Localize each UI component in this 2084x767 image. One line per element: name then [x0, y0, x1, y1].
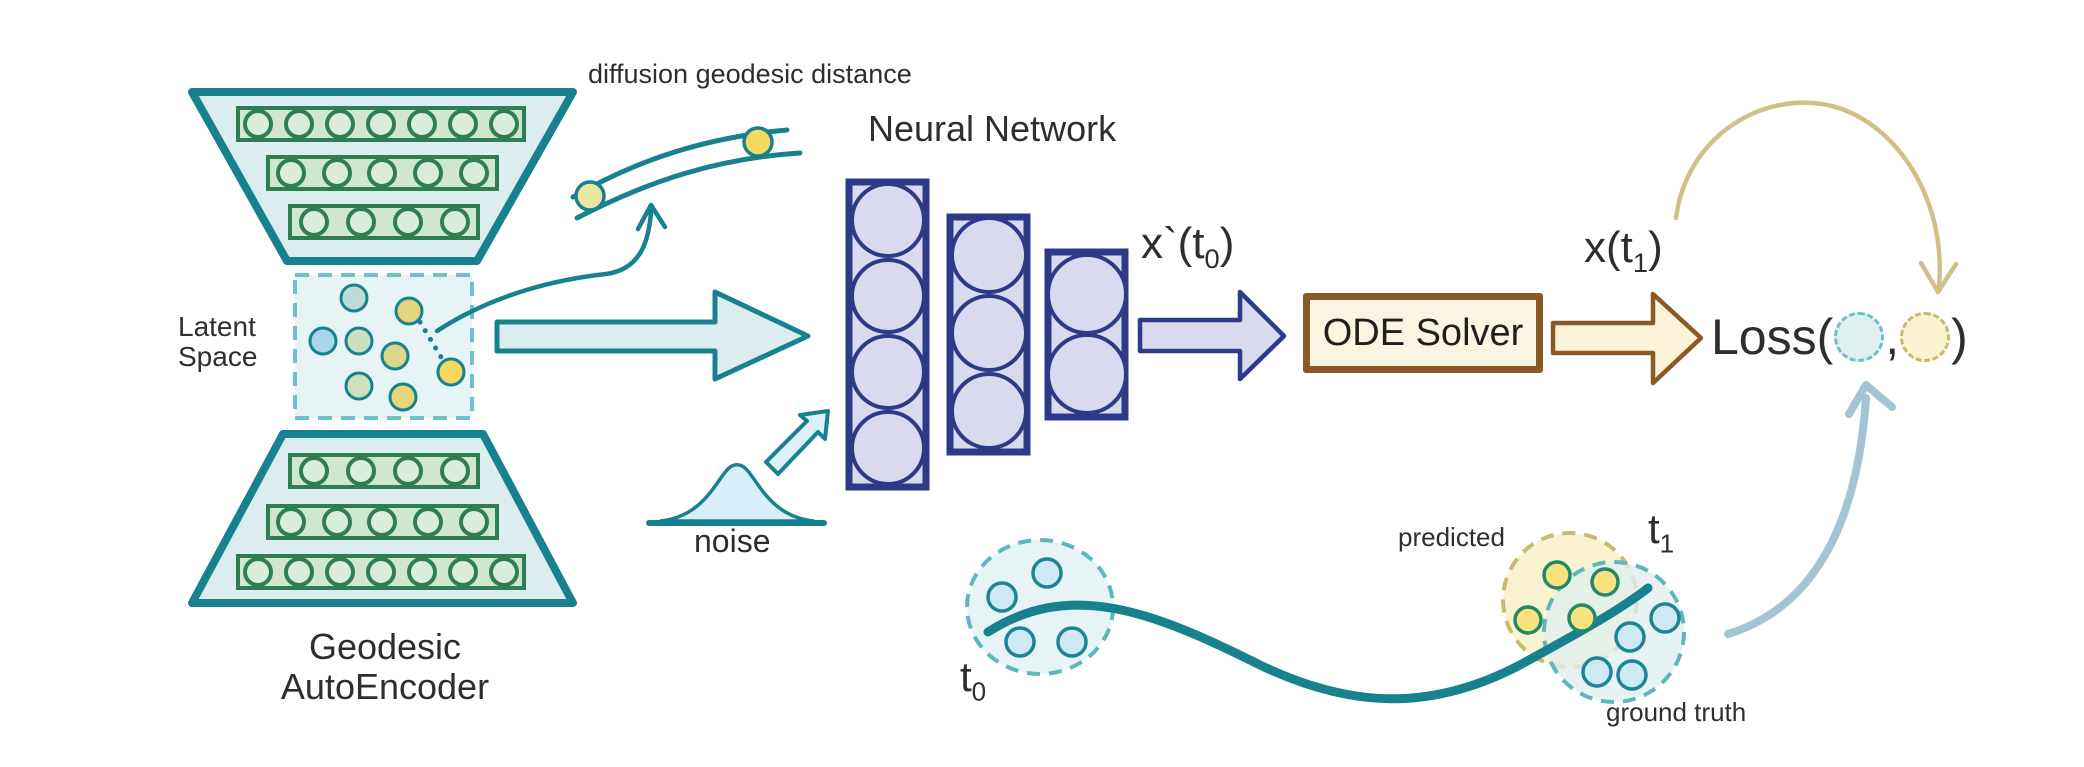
predicted-label: predicted — [1398, 522, 1505, 552]
loss-expression: Loss( , ) — [1711, 306, 1968, 368]
decoder-layer-2 — [266, 504, 499, 540]
x-t1-close: ) — [1648, 223, 1663, 272]
predicted-point — [1567, 603, 1597, 633]
ground-truth-point — [1614, 621, 1646, 653]
diffusion-geodesic-distance-label: diffusion geodesic distance — [588, 59, 912, 89]
network-layer-1 — [845, 178, 930, 491]
x-t1-sub: 1 — [1632, 246, 1649, 278]
latent-point — [344, 326, 374, 356]
predicted-point — [1513, 605, 1543, 635]
noise-to-network-arrow — [764, 409, 830, 476]
geodesic-sample-end — [742, 126, 774, 158]
x-t0-close: ) — [1219, 219, 1235, 268]
geodesic-dotted-segment — [417, 319, 447, 365]
latent-space-line2: Space — [178, 341, 258, 373]
noise-label: noise — [694, 523, 771, 559]
ground-truth-point — [1649, 602, 1681, 634]
latent-space-line1: Latent — [178, 311, 256, 342]
ground-truth-cluster-blob — [1542, 560, 1686, 704]
loss-ground-truth-blob-icon — [1834, 312, 1885, 362]
loss-close-text: ) — [1951, 309, 1968, 365]
neural-network-label: Neural Network — [868, 108, 1117, 149]
loss-comma-text: , — [1885, 309, 1900, 365]
ode-solver-label: ODE Solver — [1322, 311, 1524, 354]
t0-sub: 0 — [971, 676, 987, 707]
x-t0-sub: 0 — [1204, 242, 1220, 274]
latent-point — [388, 382, 418, 412]
noise-distribution — [646, 409, 830, 526]
x-t1-base: x(t — [1584, 223, 1633, 272]
ode-to-loss-arrow — [1550, 291, 1704, 386]
latent-to-network-arrow — [494, 289, 811, 382]
predicted-point — [1542, 560, 1572, 590]
t0-point — [986, 581, 1018, 613]
geodesic-sample-start — [574, 180, 606, 212]
latent-point — [394, 296, 424, 326]
x-t0-base: x`(t — [1141, 219, 1205, 268]
network-layer-3 — [1044, 248, 1129, 421]
x-t0-label: x`(t0) — [1141, 219, 1235, 272]
t1-cluster-points — [1513, 560, 1681, 691]
t1-label: t1 — [1648, 505, 1674, 557]
t0-label: t0 — [960, 653, 986, 705]
geodesic-autoencoder-label: Geodesic AutoEncoder — [240, 626, 530, 708]
encoder-layer-3 — [288, 204, 480, 240]
network-layer-2 — [946, 213, 1031, 456]
ground-truth-point — [1581, 656, 1613, 688]
latent-space-box — [293, 273, 474, 420]
latent-to-geodesic-arrow — [434, 202, 668, 334]
latent-point — [380, 341, 410, 371]
loss-open-text: Loss( — [1711, 309, 1834, 365]
loss-predicted-blob-icon — [1900, 312, 1951, 362]
latent-point — [344, 371, 374, 401]
latent-point — [339, 283, 369, 313]
geodesic-path — [570, 126, 803, 221]
xt1-to-loss-arc — [1673, 100, 1959, 295]
network-to-ode-arrow — [1137, 289, 1287, 382]
t0-base: t — [960, 653, 972, 700]
t0-point — [1004, 626, 1036, 658]
neural-network-layers — [845, 178, 1129, 491]
predicted-point — [1590, 567, 1620, 597]
latent-point — [308, 326, 338, 356]
ground-truth-label: ground truth — [1606, 697, 1747, 727]
t0-point — [1031, 557, 1063, 589]
decoder-layer-3 — [236, 554, 526, 590]
autoencoder-line1: Geodesic — [308, 626, 462, 667]
ground-truth-point — [1616, 659, 1648, 691]
decoder-trapezoid — [188, 430, 577, 607]
encoder-trapezoid — [188, 88, 577, 265]
t0-point — [1056, 626, 1088, 658]
latent-point — [436, 357, 466, 387]
x-t1-label: x(t1) — [1584, 223, 1663, 276]
autoencoder-line2: AutoEncoder — [280, 666, 490, 708]
t1-base: t — [1648, 505, 1660, 552]
t1-sub: 1 — [1659, 528, 1675, 559]
latent-space-label: Latent Space — [178, 311, 258, 373]
encoder-layer-1 — [236, 106, 526, 142]
encoder-layer-2 — [266, 155, 499, 191]
ground-truth-to-loss-arrow — [1724, 381, 1896, 638]
decoder-layer-1 — [288, 453, 480, 489]
ode-solver-box: ODE Solver — [1303, 293, 1543, 373]
